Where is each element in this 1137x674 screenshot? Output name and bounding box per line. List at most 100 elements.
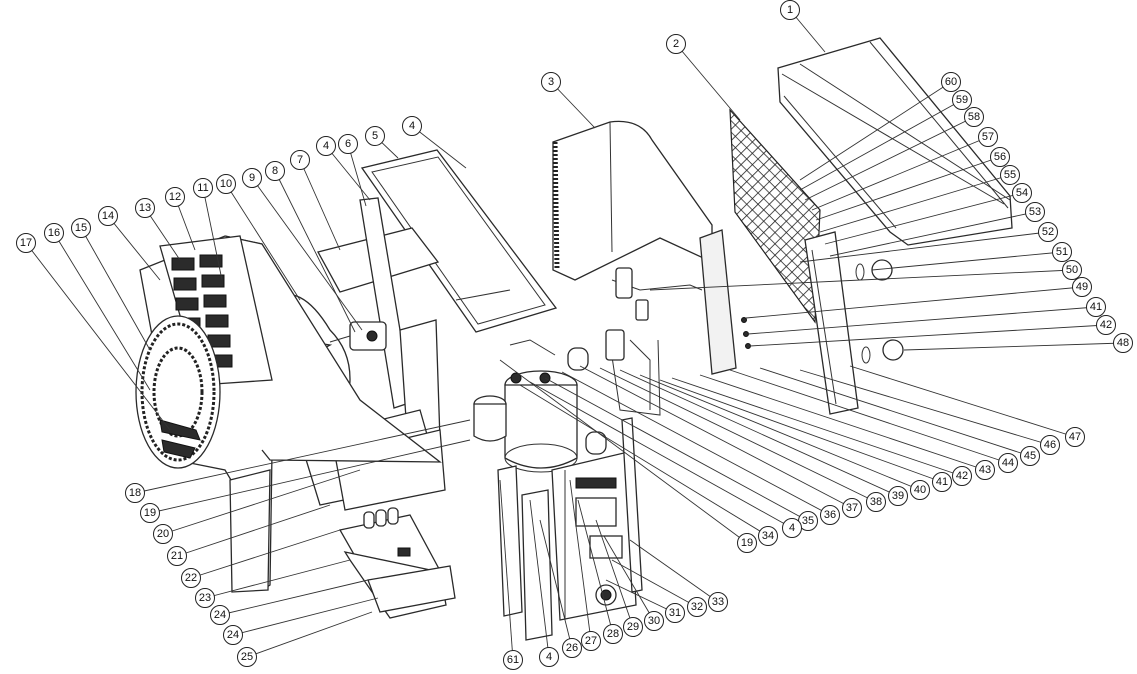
leader-line xyxy=(144,207,181,261)
callout-circle xyxy=(603,624,623,644)
callout-bubble: 33 xyxy=(708,592,728,612)
leader-line xyxy=(605,579,676,614)
callout-circle xyxy=(1038,222,1058,242)
callout-number: 19 xyxy=(144,507,156,519)
leader-line xyxy=(149,439,471,514)
electrical-box-part xyxy=(551,451,637,621)
callout-circle xyxy=(1086,297,1106,317)
leader-line xyxy=(190,529,341,579)
callout-bubble: 34 xyxy=(758,526,778,546)
callout-number: 8 xyxy=(272,165,278,177)
callout-circle xyxy=(165,187,185,207)
leader-line xyxy=(829,211,1036,257)
callout-bubble: 22 xyxy=(181,568,201,588)
mesh-grille-part xyxy=(729,108,821,324)
leader-line xyxy=(274,170,356,333)
callout-circle xyxy=(316,136,336,156)
leader-line xyxy=(629,539,719,603)
callout-bubble: 37 xyxy=(842,498,862,518)
callout-number: 49 xyxy=(1076,281,1088,293)
callout-circle xyxy=(153,524,173,544)
main-housing-part xyxy=(135,235,442,593)
callout-number: 18 xyxy=(129,487,141,499)
callout-bubble: 7 xyxy=(290,150,310,170)
callout-bubble: 17 xyxy=(16,233,36,253)
callout-number: 40 xyxy=(914,484,926,496)
leader-line xyxy=(595,519,634,628)
callout-bubble: 52 xyxy=(1038,222,1058,242)
leader-line xyxy=(411,125,467,169)
callout-number: 41 xyxy=(1090,301,1102,313)
callout-circle xyxy=(941,72,961,92)
callout-bubble: 45 xyxy=(1020,446,1040,466)
leader-line xyxy=(811,136,989,211)
leader-line xyxy=(649,269,1073,291)
callout-circle xyxy=(998,453,1018,473)
callout-circle xyxy=(539,647,559,667)
callout-number: 41 xyxy=(936,476,948,488)
callout-number: 22 xyxy=(185,572,197,584)
leader-line xyxy=(849,365,1076,438)
callout-bubble: 29 xyxy=(623,617,643,637)
callout-number: 19 xyxy=(741,537,753,549)
callout-bubble: 1 xyxy=(780,0,800,20)
callout-bubble: 38 xyxy=(866,492,886,512)
callout-circle xyxy=(140,503,160,523)
valve-piping-assembly-part xyxy=(605,229,751,416)
callout-circle xyxy=(780,0,800,20)
callout-circle xyxy=(623,617,643,637)
callout-bubble: 14 xyxy=(98,206,118,226)
callout-number: 35 xyxy=(802,515,814,527)
callout-circle xyxy=(338,134,358,154)
callout-circle xyxy=(562,638,582,658)
callout-circle xyxy=(644,611,664,631)
leader-line xyxy=(749,324,1107,347)
compressor-part xyxy=(473,339,607,473)
callout-circle xyxy=(665,603,685,623)
callout-circle xyxy=(990,147,1010,167)
callout-bubble: 16 xyxy=(44,223,64,243)
callout-number: 10 xyxy=(220,178,232,190)
callout-number: 58 xyxy=(968,111,980,123)
callout-number: 3 xyxy=(548,76,554,88)
callout-number: 46 xyxy=(1044,439,1056,451)
callout-circle xyxy=(1020,446,1040,466)
callout-bubble: 46 xyxy=(1040,435,1060,455)
leader-line xyxy=(579,365,853,509)
callout-circle xyxy=(687,597,707,617)
callout-number: 12 xyxy=(169,191,181,203)
callout-number: 15 xyxy=(75,222,87,234)
leader-line xyxy=(176,504,331,557)
callout-number: 36 xyxy=(824,509,836,521)
callout-circle xyxy=(708,592,728,612)
leader-line xyxy=(599,367,877,503)
leader-line xyxy=(219,579,369,616)
leader-line xyxy=(202,187,223,281)
leader-line xyxy=(659,379,943,483)
callout-bubble: 13 xyxy=(135,198,155,218)
leader-line xyxy=(799,81,952,181)
callout-circle xyxy=(242,168,262,188)
leader-line xyxy=(815,156,1001,221)
callout-circle xyxy=(402,116,422,136)
leader-line xyxy=(675,43,741,121)
callout-number: 37 xyxy=(846,502,858,514)
callout-number: 52 xyxy=(1042,226,1054,238)
leader-line xyxy=(550,81,596,129)
callout-bubble: 2 xyxy=(666,34,686,54)
callout-circle xyxy=(1065,427,1085,447)
callout-bubble: 36 xyxy=(820,505,840,525)
callout-number: 4 xyxy=(409,120,415,132)
callout-bubble: 28 xyxy=(603,624,623,644)
callout-bubble: 24 xyxy=(210,605,230,625)
callout-circle xyxy=(210,605,230,625)
leader-line xyxy=(499,359,748,544)
callout-number: 28 xyxy=(607,628,619,640)
leader-line xyxy=(577,499,614,635)
leader-line xyxy=(611,559,698,608)
callout-bubble: 39 xyxy=(888,486,908,506)
leader-line xyxy=(325,145,371,201)
leader-line xyxy=(529,499,550,658)
callout-circle xyxy=(952,466,972,486)
